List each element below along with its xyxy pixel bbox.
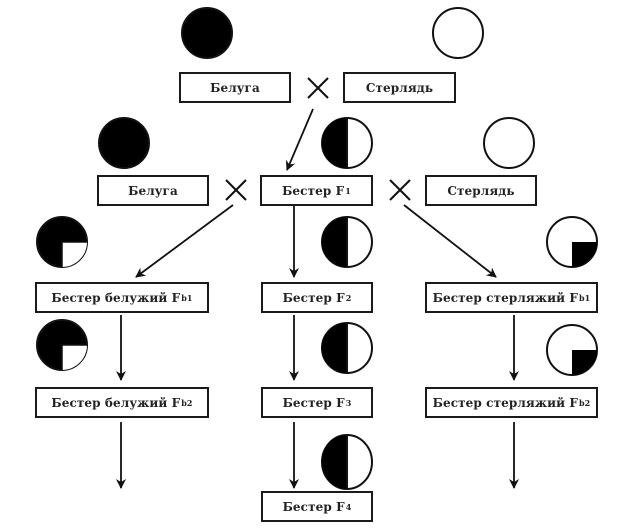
- genome-circle-f4: [321, 434, 373, 490]
- node-parent-sterlet: Стерлядь: [343, 72, 456, 103]
- genome-circle-fb1-beluga: [36, 216, 88, 268]
- arrow-cross2-to-fb1-beluga: [135, 204, 234, 278]
- node-parent-beluga: Белуга: [179, 72, 291, 103]
- genome-circle-f1: [321, 117, 373, 169]
- cross-symbol-3: [389, 179, 411, 201]
- node-subscript: 2: [345, 292, 352, 303]
- node-backcross-sterlet: Стерлядь: [425, 175, 537, 206]
- cross-symbol-1: [307, 77, 329, 99]
- node-label: Бестер белужий F: [51, 395, 181, 410]
- arrow-cross3-to-fb1-sterlet: [403, 204, 497, 278]
- genome-circle-p-sterlet: [432, 7, 484, 59]
- arrow-cross1-to-f1: [285, 108, 314, 171]
- node-subscript: b2: [578, 397, 591, 408]
- genome-circle-bc-sterlet: [483, 117, 535, 169]
- node-subscript: b1: [181, 292, 193, 303]
- node-subscript: 1: [345, 185, 351, 196]
- genome-circle-fb2-sterlet: [546, 324, 598, 376]
- node-subscript: 3: [345, 397, 352, 408]
- node-subscript: 4: [345, 501, 352, 512]
- cross-symbol-2: [225, 179, 247, 201]
- node-label: Бестер F: [282, 183, 345, 198]
- node-subscript: b2: [181, 397, 193, 408]
- genome-circle-fb2-beluga: [36, 319, 88, 371]
- genome-circle-f2: [321, 216, 373, 268]
- node-label: Бестер F: [282, 395, 345, 410]
- node-label: Стерлядь: [365, 80, 434, 95]
- genome-circle-p-beluga: [181, 7, 233, 59]
- genome-circle-fb1-sterlet: [546, 216, 598, 268]
- node-label: Белуга: [128, 183, 178, 198]
- node-subscript: b1: [578, 292, 591, 303]
- genome-circle-bc-beluga: [98, 117, 150, 169]
- node-label: Бестер стерляжий F: [432, 290, 578, 305]
- node-label: Белуга: [210, 80, 260, 95]
- node-label: Стерлядь: [447, 183, 515, 198]
- node-label: Бестер F: [282, 499, 345, 514]
- node-backcross-beluga: Белуга: [97, 175, 209, 206]
- node-label: Бестер стерляжий F: [432, 395, 578, 410]
- node-label: Бестер белужий F: [51, 290, 181, 305]
- node-label: Бестер F: [282, 290, 345, 305]
- genome-circle-f3: [321, 322, 373, 374]
